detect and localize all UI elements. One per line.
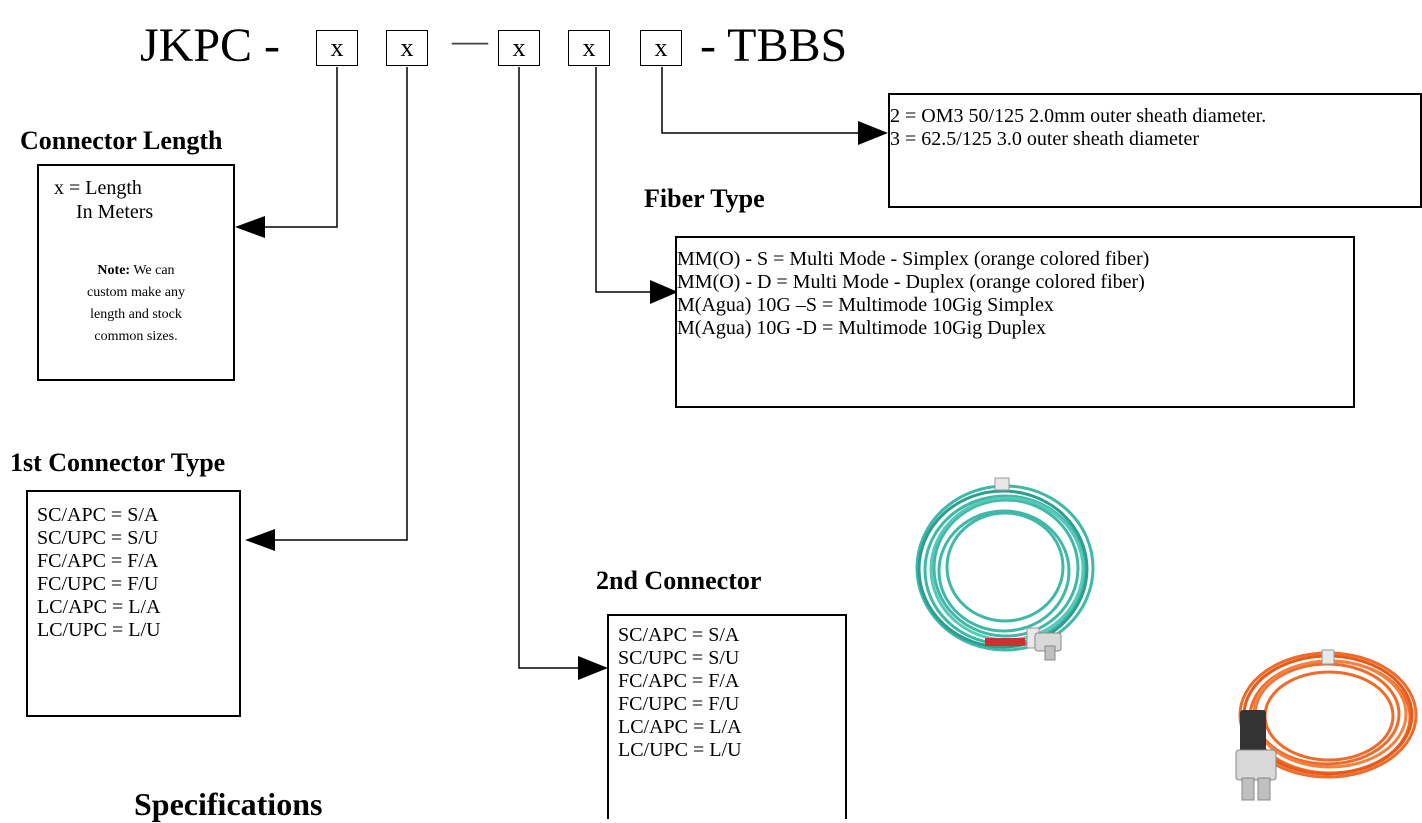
note-label: Note: bbox=[97, 263, 131, 278]
connector-length-box: x = Length In Meters Note: We can custom… bbox=[37, 164, 235, 381]
fiber-type-box: MM(O) - S = Multi Mode - Simplex (orange… bbox=[675, 236, 1355, 408]
first-connector-line: SC/APC = S/A bbox=[37, 504, 159, 526]
length-note: Note: We can custom make any length and … bbox=[87, 263, 185, 344]
slot-connector-length: x bbox=[316, 30, 358, 66]
orange-fiber-patch-cable-icon bbox=[1235, 649, 1418, 801]
sheath-line-1: 2 = OM3 50/125 2.0mm outer sheath diamet… bbox=[890, 105, 1267, 127]
slot-sheath: x bbox=[640, 30, 682, 66]
aqua-fiber-patch-cable-icon bbox=[915, 477, 1095, 661]
slot-second-connector: x bbox=[498, 30, 540, 66]
first-connector-line: SC/UPC = S/U bbox=[37, 527, 159, 549]
second-connector-line: SC/APC = S/A bbox=[618, 624, 740, 646]
fiber-type-heading: Fiber Type bbox=[644, 184, 765, 213]
sheath-box: 2 = OM3 50/125 2.0mm outer sheath diamet… bbox=[888, 93, 1422, 208]
fiber-line-3: M(Agua) 10G –S = Multimode 10Gig Simplex bbox=[677, 294, 1054, 316]
second-connector-box: SC/APC = S/A SC/UPC = S/U FC/APC = F/A F… bbox=[607, 614, 847, 819]
length-line-2: In Meters bbox=[76, 201, 154, 223]
first-connector-box: SC/APC = S/A SC/UPC = S/U FC/APC = F/A F… bbox=[26, 490, 241, 717]
first-connector-line: FC/UPC = F/U bbox=[37, 573, 159, 595]
part-number-prefix: JKPC - bbox=[140, 19, 281, 72]
second-connector-line: LC/UPC = L/U bbox=[618, 739, 742, 761]
fiber-line-4: M(Agua) 10G -D = Multimode 10Gig Duplex bbox=[677, 317, 1047, 339]
part-number-dash: — bbox=[452, 20, 488, 60]
second-connector-line: FC/UPC = F/U bbox=[618, 693, 740, 715]
connector-length-heading: Connector Length bbox=[20, 126, 223, 155]
first-connector-heading: 1st Connector Type bbox=[10, 448, 226, 477]
sheath-line-2: 3 = 62.5/125 3.0 outer sheath diameter bbox=[890, 128, 1199, 150]
second-connector-line: LC/APC = L/A bbox=[618, 716, 742, 738]
second-connector-heading: 2nd Connector bbox=[596, 566, 762, 595]
second-connector-line: FC/APC = F/A bbox=[618, 670, 740, 692]
slot-first-connector: x bbox=[386, 30, 428, 66]
specifications-heading: Specifications bbox=[134, 786, 323, 822]
second-connector-line: SC/UPC = S/U bbox=[618, 647, 740, 669]
fiber-line-2: MM(O) - D = Multi Mode - Duplex (orange … bbox=[677, 271, 1145, 293]
slot-fiber-type: x bbox=[568, 30, 610, 66]
part-number-suffix: - TBBS bbox=[700, 19, 848, 72]
first-connector-line: LC/UPC = L/U bbox=[37, 619, 161, 641]
first-connector-line: FC/APC = F/A bbox=[37, 550, 159, 572]
length-line-1: x = Length bbox=[54, 177, 142, 199]
fiber-line-1: MM(O) - S = Multi Mode - Simplex (orange… bbox=[677, 248, 1150, 270]
first-connector-line: LC/APC = L/A bbox=[37, 596, 161, 618]
